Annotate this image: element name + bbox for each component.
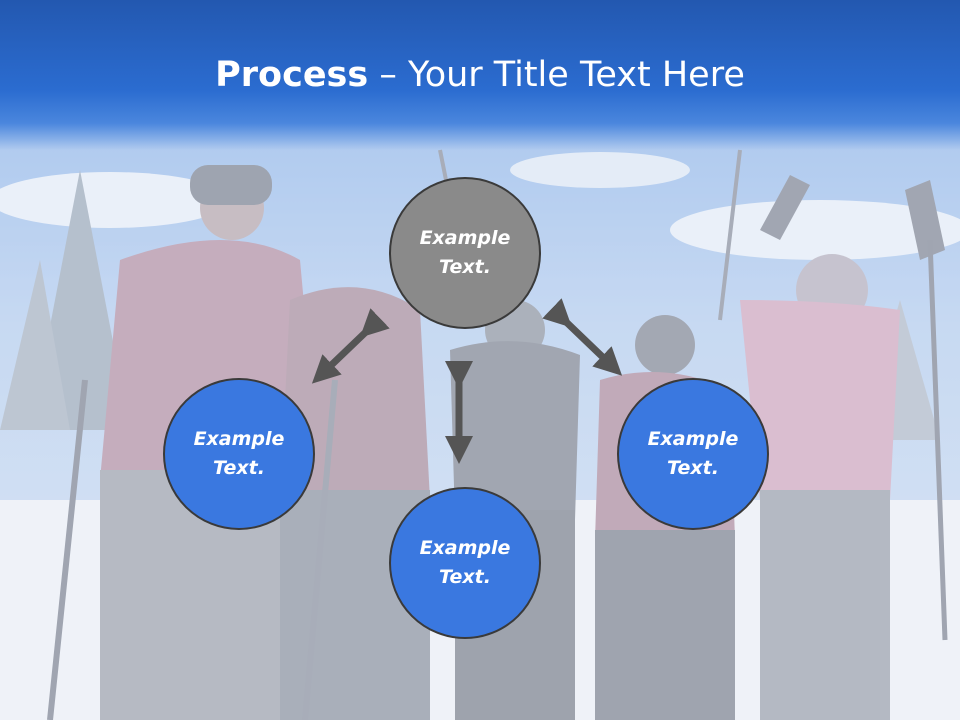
process-node-right-label: Example Text.: [647, 428, 739, 479]
process-node-left[interactable]: Example Text.: [163, 378, 315, 530]
process-node-bottom[interactable]: Example Text.: [389, 487, 541, 639]
process-node-left-label: Example Text.: [193, 428, 285, 479]
header-band: [0, 0, 960, 150]
slide-title: Process – Your Title Text Here: [0, 50, 960, 100]
process-node-right[interactable]: Example Text.: [617, 378, 769, 530]
process-node-bottom-label: Example Text.: [419, 537, 511, 588]
process-node-center[interactable]: Example Text.: [389, 177, 541, 329]
process-node-center-label: Example Text.: [419, 227, 511, 278]
title-rest: – Your Title Text Here: [368, 55, 745, 95]
title-bold: Process: [215, 55, 369, 95]
